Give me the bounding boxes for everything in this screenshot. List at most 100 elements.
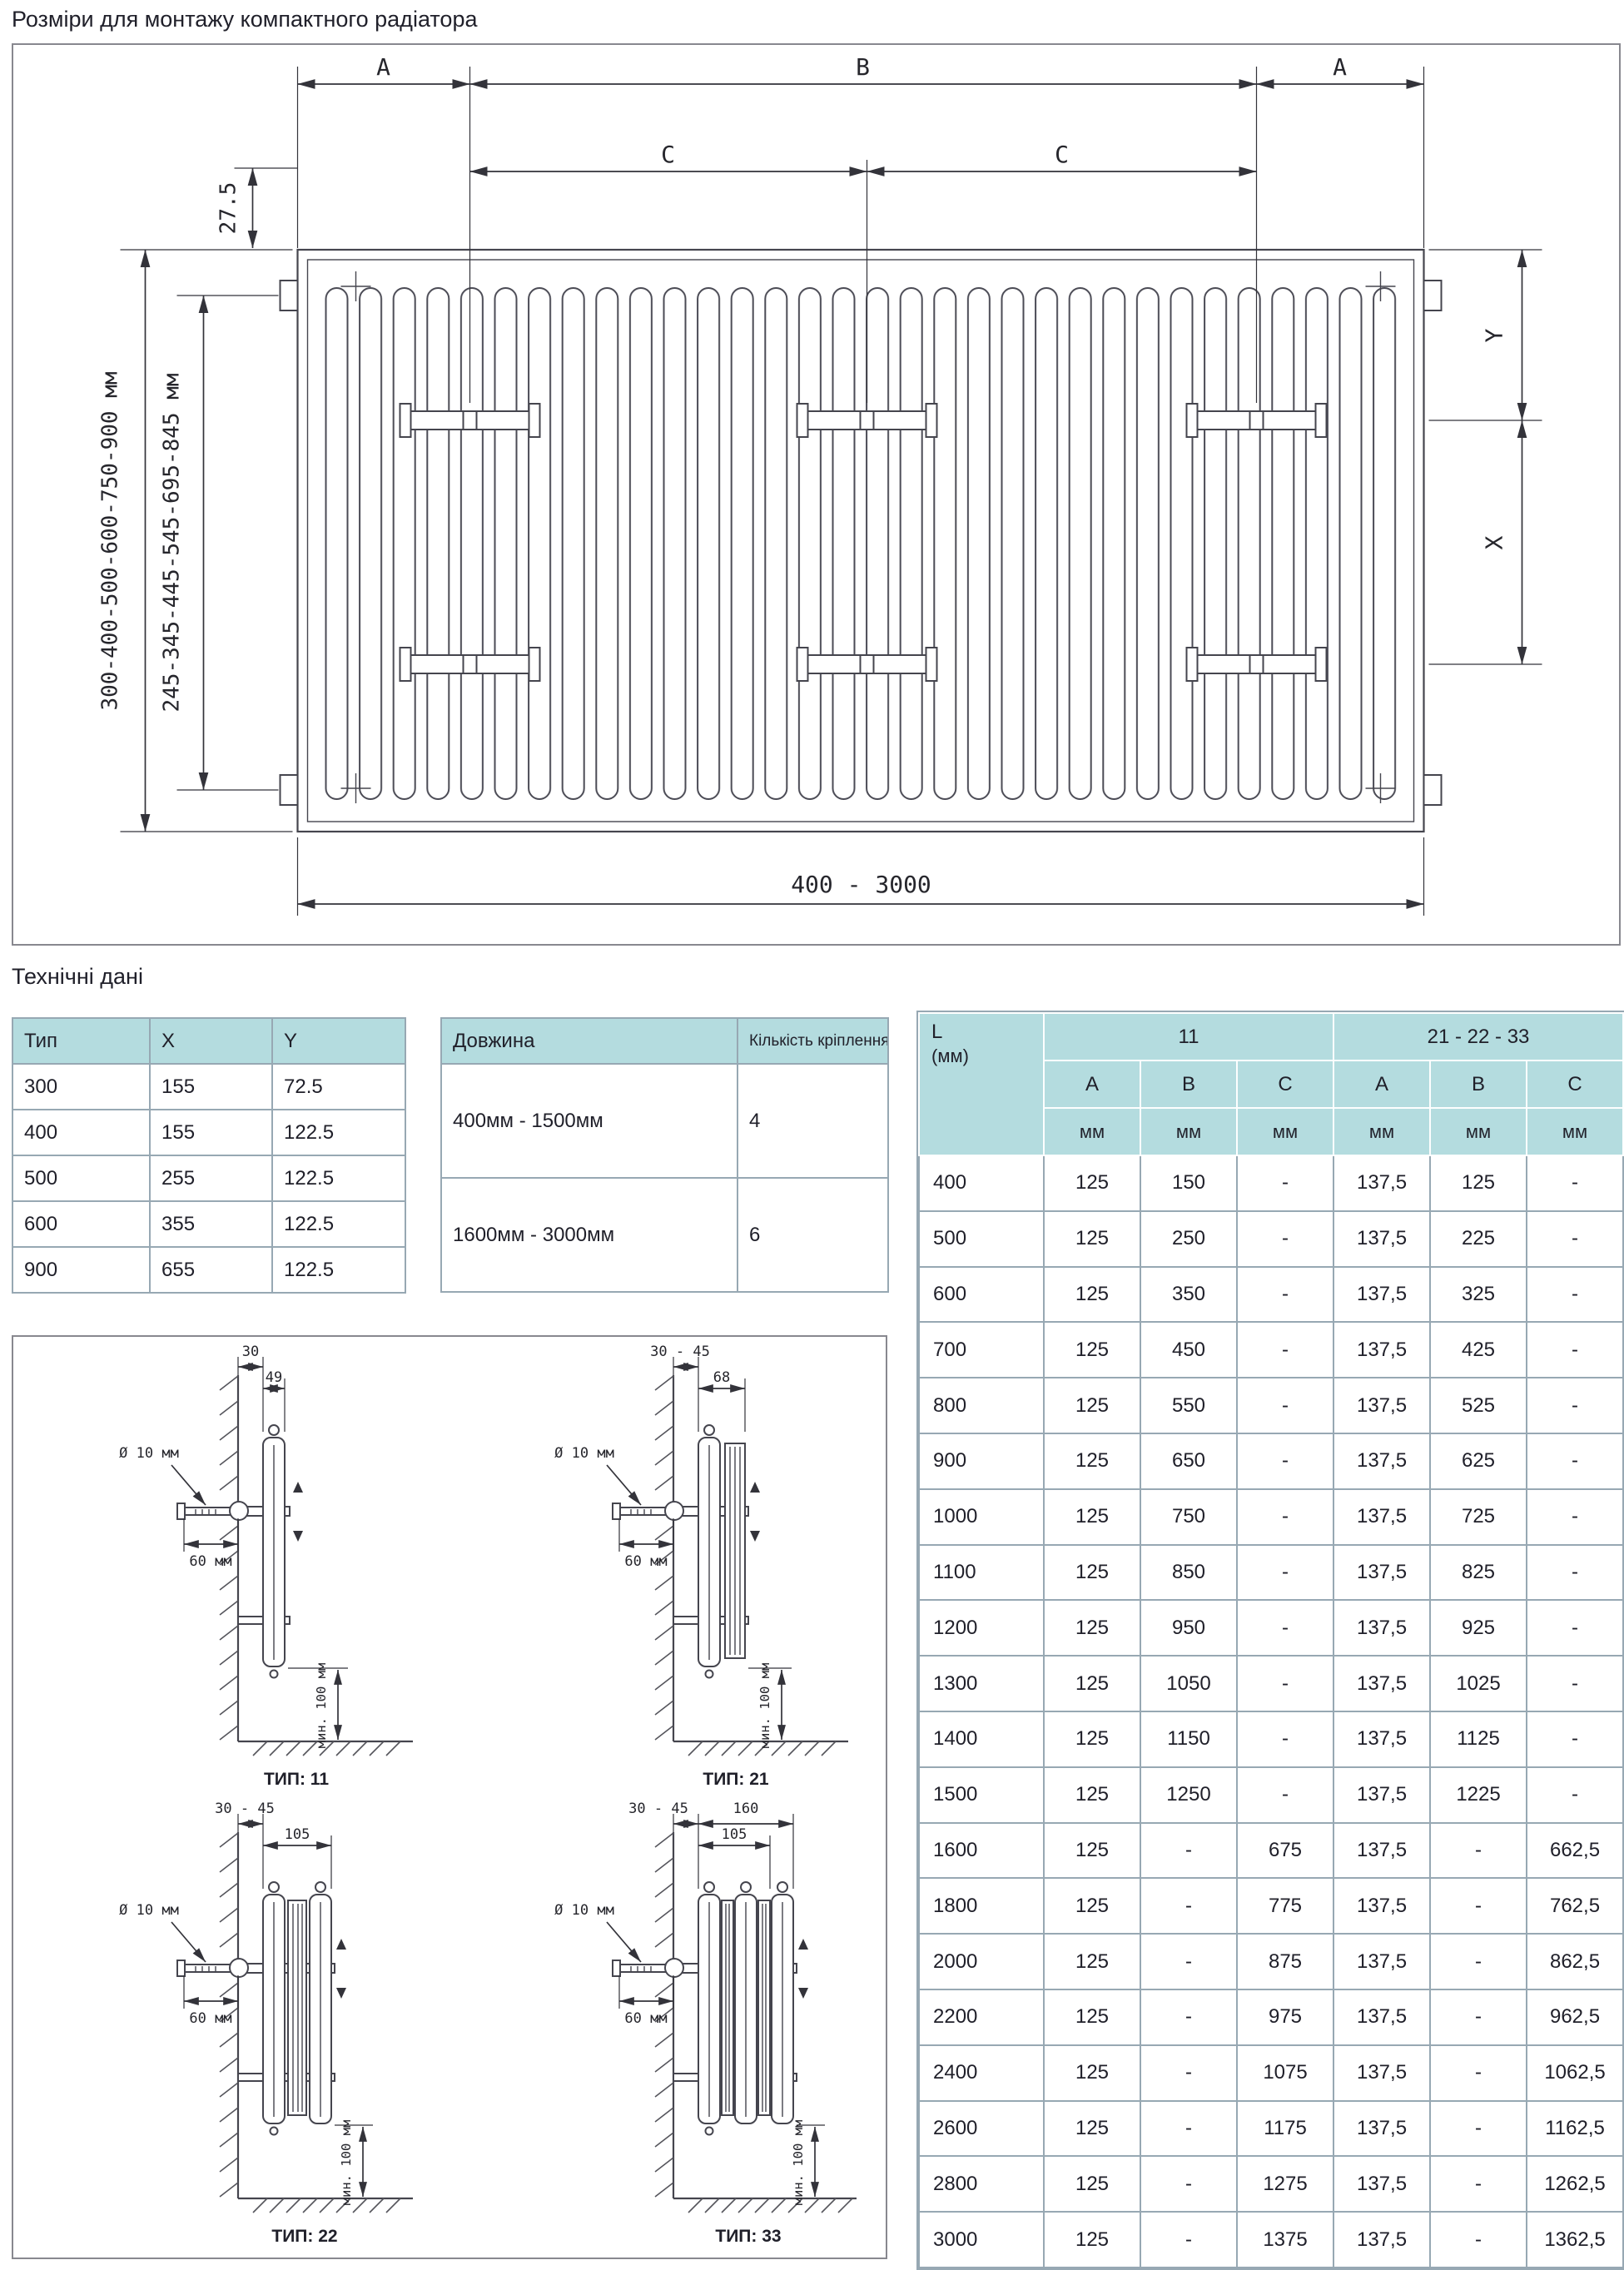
table-cell: 137,5 — [1333, 1377, 1432, 1434]
washer-icon — [664, 1501, 684, 1521]
air-vent-icon — [777, 1881, 788, 1893]
dim-label-heights-inner: 245-345-445-545-695-845 мм — [160, 374, 185, 713]
table-cell: 725 — [1429, 1488, 1528, 1546]
table-cell: 125 — [1043, 1877, 1141, 1935]
table-cell: 1162,5 — [1526, 2099, 1624, 2158]
table-cell: 137,5 — [1333, 1543, 1432, 1602]
drain-icon — [704, 1669, 714, 1679]
dim-label-b: B — [856, 53, 870, 81]
table-cell-l: 600 — [918, 1265, 1045, 1324]
table-cell: - — [1235, 1488, 1335, 1546]
table-cell: 125 — [1043, 1821, 1141, 1880]
dim-floor-min: мин. 100 мм — [339, 2120, 354, 2206]
table-cell: - — [1235, 1655, 1335, 1712]
screw-head-icon — [612, 1503, 621, 1520]
table-cell: 925 — [1429, 1599, 1528, 1657]
table-cell: 137,5 — [1333, 1155, 1432, 1212]
unit-cell: мм — [1429, 1107, 1528, 1156]
table-row: 700 125 450 - 137,5 425 - — [918, 1321, 1624, 1379]
lower-bracket — [237, 2073, 335, 2082]
table-row: 2600 125 - 1175 137,5 - 1162,5 — [918, 2099, 1624, 2158]
dim-depth: 105 — [285, 1826, 310, 1843]
air-vent-icon — [740, 1881, 752, 1893]
table-cell: 137,5 — [1333, 1432, 1432, 1490]
diagram-type-21: 30 - 45 68 Ø 10 мм 60 мм мин. 100 мм ТИП… — [449, 1342, 884, 1799]
radiator-drawing-panel: A B A C C 27.5 300-400-500-600-750-900 м… — [12, 43, 1621, 946]
dim-label-heights-outer: 300-400-500-600-750-900 мм — [98, 372, 123, 711]
dimension-lines — [140, 79, 1527, 909]
table-cell: - — [1235, 1766, 1335, 1824]
table-cell: 125 — [1043, 1210, 1141, 1268]
dimension-lines — [606, 1820, 819, 2198]
table-cell: 122.5 — [271, 1109, 406, 1156]
table-cell-l: 700 — [918, 1321, 1045, 1379]
dim-anchor-len: 60 мм — [189, 1553, 231, 1570]
table-cell-l: 2400 — [918, 2044, 1045, 2102]
table-cell: - — [1526, 1543, 1624, 1602]
radiator-dimension-drawing: A B A C C 27.5 300-400-500-600-750-900 м… — [98, 53, 1542, 916]
table-cell-l: 2600 — [918, 2099, 1045, 2158]
dim-label-a-left: A — [376, 53, 390, 81]
table-row: 500 125 250 - 137,5 225 - — [918, 1210, 1624, 1268]
table-cell-l: 1200 — [918, 1599, 1045, 1657]
table-row: 1300 125 1050 - 137,5 1025 - — [918, 1655, 1624, 1712]
dimension-lines — [171, 1363, 342, 1741]
table-cell: - — [1235, 1543, 1335, 1602]
table-cell: 125 — [1043, 1933, 1141, 1990]
table-row: 1100 125 850 - 137,5 825 - — [918, 1543, 1624, 1602]
diagram-type-11: 30 49 Ø 10 мм 60 мм мин. 100 мм ТИП: 11 — [13, 1342, 449, 1799]
table-cell: 1375 — [1235, 2211, 1335, 2268]
tech-data-heading: Технічні дані — [12, 964, 143, 989]
diagram-label: ТИП: 21 — [703, 1770, 769, 1789]
table-cell: 1062,5 — [1526, 2044, 1624, 2102]
table-cell: 1250 — [1140, 1766, 1238, 1824]
table-cell: 137,5 — [1333, 2044, 1432, 2102]
col-header: B — [1140, 1060, 1238, 1109]
table-cell: - — [1526, 1599, 1624, 1657]
table-cell-l: 800 — [918, 1377, 1045, 1434]
table-cell: 137,5 — [1333, 1321, 1432, 1379]
table-cell: 900 — [12, 1246, 151, 1294]
diagram-type-33: 30 - 45 160 105 Ø 10 мм 60 мм мин. 100 м… — [449, 1799, 884, 2256]
table-cell: 137,5 — [1333, 1210, 1432, 1268]
col-header-length: Довжина — [440, 1017, 738, 1065]
table-cell-l: 1000 — [918, 1488, 1045, 1546]
dim-label-length-range: 400 - 3000 — [791, 871, 931, 898]
table-cell: 122.5 — [271, 1155, 406, 1202]
table-cell: 125 — [1043, 1432, 1141, 1490]
table-cell: 1362,5 — [1526, 2211, 1624, 2268]
air-vent-icon — [315, 1881, 326, 1893]
table-cell: 125 — [1043, 1321, 1141, 1379]
table-cell: 1050 — [1140, 1655, 1238, 1712]
col-header-type: Тип — [12, 1017, 151, 1065]
table-row: 1200 125 950 - 137,5 925 - — [918, 1599, 1624, 1657]
table-cell: 750 — [1140, 1488, 1238, 1546]
table-cell: 137,5 — [1333, 1488, 1432, 1546]
table-cell-l: 2200 — [918, 1988, 1045, 2046]
table-cell: 325 — [1429, 1265, 1528, 1324]
table-row: 600 355 122.5 — [12, 1200, 406, 1248]
table-cell: 122.5 — [271, 1200, 406, 1248]
adjust-arrows-icon — [750, 1482, 760, 1542]
table-cell: 125 — [1043, 1377, 1141, 1434]
table-cell: 125 — [1429, 1155, 1528, 1212]
table-row: 400 155 122.5 — [12, 1109, 406, 1156]
table-cell: 775 — [1235, 1877, 1335, 1935]
table-cell: 125 — [1043, 2044, 1141, 2102]
dim-anchor-dia: Ø 10 мм — [554, 1445, 614, 1462]
dim-label-x: X — [1481, 535, 1508, 549]
table-row: 1600 125 - 675 137,5 - 662,5 — [918, 1821, 1624, 1880]
table-cell: 137,5 — [1333, 1821, 1432, 1880]
table-cell: 137,5 — [1333, 1599, 1432, 1657]
air-vent-icon — [703, 1881, 715, 1893]
table-cell: 125 — [1043, 1710, 1141, 1768]
table-cell: 525 — [1429, 1377, 1528, 1434]
drain-icon — [704, 2126, 714, 2136]
table-row: 2200 125 - 975 137,5 - 962,5 — [918, 1988, 1624, 2046]
table-row: 900 655 122.5 — [12, 1246, 406, 1294]
table-row: 800 125 550 - 137,5 525 - — [918, 1377, 1624, 1434]
table-cell-l: 900 — [918, 1432, 1045, 1490]
table-cell-l: 1800 — [918, 1877, 1045, 1935]
table-row: 1600мм - 3000мм 6 — [440, 1177, 889, 1293]
l-label: L — [931, 1021, 943, 1043]
